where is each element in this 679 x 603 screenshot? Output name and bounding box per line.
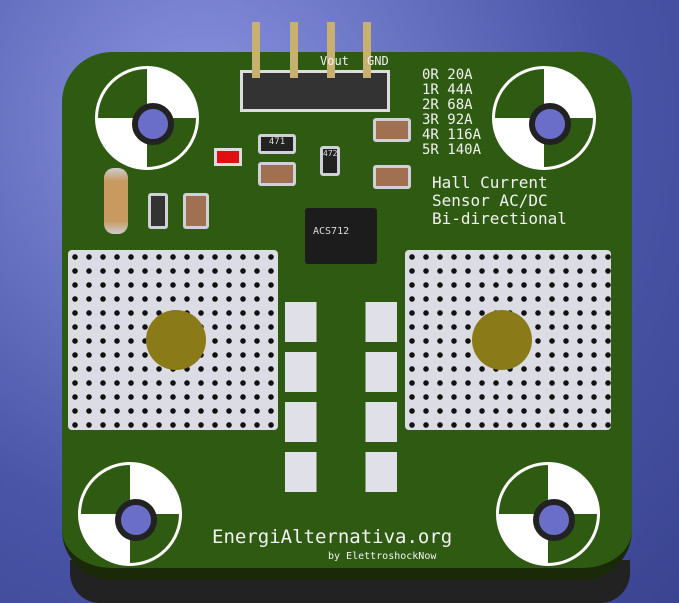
mounting-hole-top-left bbox=[95, 66, 199, 170]
header-label-gnd: GND bbox=[367, 54, 389, 68]
mounting-hole-bottom-left bbox=[78, 462, 182, 566]
header-pin bbox=[363, 22, 371, 78]
header-pin bbox=[252, 22, 260, 78]
range-row: 4R 116A bbox=[422, 127, 482, 143]
range-row: 5R 140A bbox=[422, 142, 482, 158]
site-label: EnergiAlternativa.org bbox=[212, 526, 453, 548]
description: Hall Current Sensor AC/DC Bi-directional bbox=[432, 174, 567, 228]
header-pin bbox=[290, 22, 298, 78]
mounting-hole-top-right bbox=[492, 66, 596, 170]
terminal-hole-right bbox=[472, 310, 532, 370]
led bbox=[214, 148, 242, 166]
description-line: Sensor AC/DC bbox=[432, 191, 548, 210]
current-terminal-pad-right bbox=[405, 250, 611, 430]
current-path-segment bbox=[285, 402, 397, 442]
current-path-segment bbox=[285, 352, 397, 392]
description-line: Bi-directional bbox=[432, 209, 567, 228]
mounting-hole-bottom-right bbox=[496, 462, 600, 566]
capacitor bbox=[258, 162, 296, 186]
range-row: 0R 20A bbox=[422, 67, 473, 83]
current-path-segment bbox=[285, 452, 397, 492]
capacitor bbox=[373, 165, 411, 189]
author-label: by ElettroshockNow bbox=[328, 551, 437, 562]
acs712-chip: ACS712 bbox=[305, 208, 377, 264]
current-path-segment bbox=[285, 302, 397, 342]
resistor bbox=[148, 193, 168, 229]
range-row: 3R 92A bbox=[422, 112, 473, 128]
capacitor bbox=[373, 118, 411, 142]
capacitor bbox=[183, 193, 209, 229]
range-row: 1R 44A bbox=[422, 82, 473, 98]
resistor-471: 471 bbox=[258, 134, 296, 154]
through-hole-resistor bbox=[104, 168, 128, 234]
terminal-hole-left bbox=[146, 310, 206, 370]
description-line: Hall Current bbox=[432, 173, 548, 192]
header-pin bbox=[327, 22, 335, 78]
header-label-vout: Vout bbox=[320, 54, 349, 68]
range-table: 0R 20A 1R 44A 2R 68A 3R 92A 4R 116A 5R 1… bbox=[422, 68, 481, 158]
resistor-472: 472 bbox=[320, 146, 340, 176]
range-row: 2R 68A bbox=[422, 97, 473, 113]
